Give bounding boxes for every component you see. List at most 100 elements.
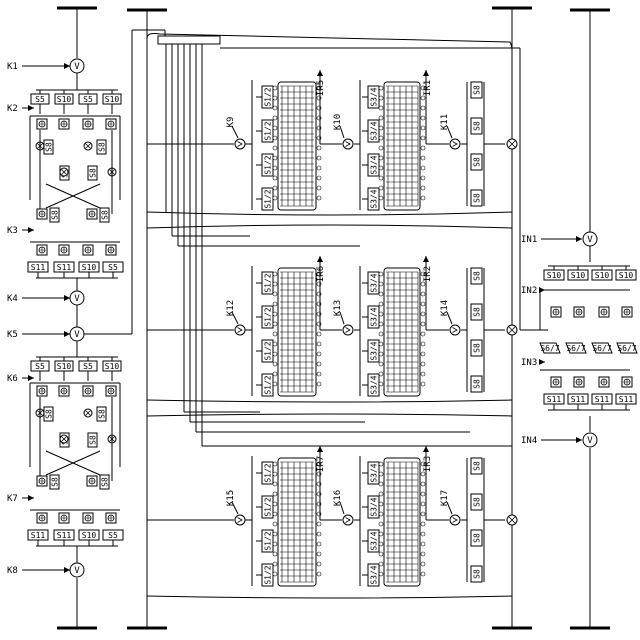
- s67-box-frame-2: [591, 342, 613, 354]
- s8-box-2-2-label: S8: [473, 533, 482, 543]
- s8-box-2-2: S8: [470, 529, 483, 547]
- label-in3: IN3: [521, 358, 537, 368]
- s12-box-2-2-label: S1/2: [264, 531, 273, 550]
- s34-box-2-0: S3/4: [367, 461, 380, 485]
- label-k9: K9: [226, 117, 236, 128]
- right-switch-a-1: [573, 306, 585, 318]
- upper-left-stage-s8-0: S8: [43, 139, 54, 155]
- s34-box-0-0: S3/4: [367, 85, 380, 109]
- upper-left-stage-node-b: [83, 141, 93, 151]
- v-node-k8: V: [69, 562, 85, 578]
- lower-left-stage-box-2: S5: [78, 360, 98, 372]
- matrix-b-0: [378, 81, 426, 211]
- s34-box-2-3-label: S3/4: [370, 565, 379, 584]
- s12-box-1-1: S1/2: [261, 305, 274, 329]
- right-switch-b-0: [550, 376, 562, 388]
- lower-left-stage-s8-0: S8: [43, 406, 54, 422]
- ctrl-lead: [231, 125, 239, 139]
- label-k11: K11: [440, 114, 450, 130]
- s12-box-0-1: S1/2: [261, 119, 274, 143]
- arrowhead: [64, 63, 70, 69]
- arrowhead: [576, 236, 582, 242]
- lower-left-stage-box-3: S10: [102, 360, 122, 372]
- right-top-row-box-3: S10: [615, 269, 637, 281]
- splitter-k13: [342, 324, 354, 336]
- lower-left-stage-node-c: [59, 434, 69, 444]
- s34-box-0-1: S3/4: [367, 119, 380, 143]
- s67-box-frame-0: [539, 342, 561, 354]
- v-node-k4: V: [69, 290, 85, 306]
- upper-left-bottom-box-3: S5: [102, 261, 124, 273]
- s12-box-0-0-label: S1/2: [264, 87, 273, 106]
- lower-left-stage-switch-1: [58, 385, 70, 397]
- right-switch-a-3: [621, 306, 633, 318]
- label-k2: K2: [7, 104, 18, 114]
- lower-left-bottom-box-3: S5: [102, 529, 124, 541]
- s12-box-0-2-label: S1/2: [264, 155, 273, 174]
- arrowhead: [539, 359, 545, 365]
- s34-box-2-1-label: S3/4: [370, 497, 379, 516]
- s34-box-2-2: S3/4: [367, 529, 380, 553]
- upper-left-stage-s8-1-label: S8: [98, 142, 107, 152]
- upper-left-stage-box-3: S10: [102, 93, 122, 105]
- s34-box-0-2-label: S3/4: [370, 155, 379, 174]
- right-top-row-box-1-label: S10: [571, 271, 586, 280]
- lower-left-stage-box-0-label: S5: [35, 362, 45, 371]
- arrowhead: [28, 375, 34, 381]
- arrowhead: [423, 446, 429, 452]
- ctrl-lead: [231, 311, 239, 325]
- lower-left-stage-box-0: S5: [30, 360, 50, 372]
- matrix-a-0: [272, 81, 322, 211]
- arrowhead: [317, 256, 323, 262]
- label-ir1: IR1: [423, 80, 433, 96]
- right-bottom-box-3: S11: [615, 393, 637, 405]
- s34-box-1-3-label: S3/4: [370, 375, 379, 394]
- label-ir3: IR3: [423, 456, 433, 472]
- lower-left-stage-box-1: S10: [54, 360, 74, 372]
- upper-left-stage-s8-0-label: S8: [45, 142, 54, 152]
- v-node-in4: V: [582, 432, 598, 448]
- lower-left-bottom-box-1: S11: [53, 529, 75, 541]
- matrix-a-2: [272, 457, 322, 587]
- lower-left-stage-lows8-1: S8: [49, 474, 60, 490]
- ctrl-lead: [446, 501, 453, 515]
- ctrl-lead: [446, 125, 453, 139]
- s12-box-2-3-label: S1/2: [264, 565, 273, 584]
- s34-box-1-1-label: S3/4: [370, 307, 379, 326]
- arrowhead: [64, 331, 70, 337]
- s8-box-1-2-label: S8: [473, 343, 482, 353]
- s34-box-1-2-label: S3/4: [370, 341, 379, 360]
- v-node-k8-label: V: [74, 566, 80, 576]
- s34-box-0-3: S3/4: [367, 187, 380, 211]
- s8-box-2-1: S8: [470, 493, 483, 511]
- s8-box-1-2: S8: [470, 339, 483, 357]
- s34-box-1-1: S3/4: [367, 305, 380, 329]
- v-node-k4-label: V: [74, 294, 80, 304]
- label-k7: K7: [7, 494, 18, 504]
- right-switch-a-0: [550, 306, 562, 318]
- lower-left-stage-lowswitch-0: [36, 475, 48, 487]
- label-k15: K15: [226, 490, 236, 506]
- lower-left-stage-s8-0-label: S8: [45, 409, 54, 419]
- label-k10: K10: [333, 114, 343, 130]
- upper-left-bottom-box-1: S11: [53, 261, 75, 273]
- lower-left-stage-box-1-label: S10: [57, 362, 72, 371]
- lower-left-bottom-box-3-label: S5: [108, 531, 118, 540]
- upper-left-bottom-sw-1: [58, 244, 70, 256]
- upper-left-stage-s8-1: S8: [96, 139, 107, 155]
- s34-box-0-3-label: S3/4: [370, 189, 379, 208]
- s34-box-1-0-label: S3/4: [370, 273, 379, 292]
- s34-box-0-2: S3/4: [367, 153, 380, 177]
- v-node-in4-label: V: [587, 436, 593, 446]
- label-k4: K4: [7, 294, 18, 304]
- s12-box-2-0: S1/2: [261, 461, 274, 485]
- s12-box-1-1-label: S1/2: [264, 307, 273, 326]
- v-node-in1: V: [582, 231, 598, 247]
- right-top-row-box-2: S10: [591, 269, 613, 281]
- splitter-k10: [342, 138, 354, 150]
- s8-box-0-1: S8: [470, 117, 483, 135]
- right-switch-b-3: [621, 376, 633, 388]
- right-bottom-box-0: S11: [543, 393, 565, 405]
- right-bottom-box-2: S11: [591, 393, 613, 405]
